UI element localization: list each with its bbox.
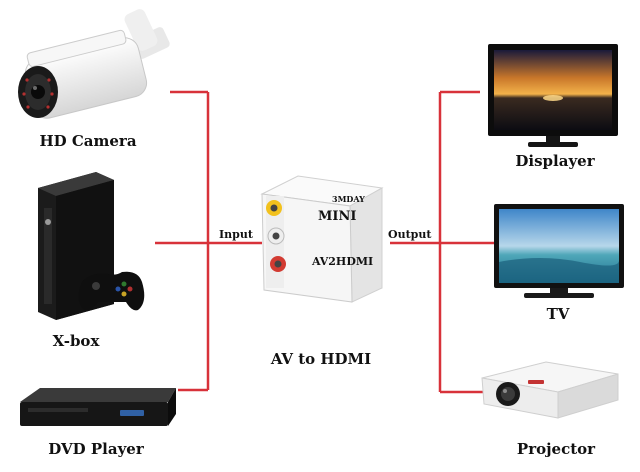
output-label: Output — [388, 228, 432, 241]
converter-model-text: AV2HDMI — [312, 255, 374, 268]
rca-yellow-jack — [266, 200, 282, 216]
dvd-player-label: DVD Player — [48, 440, 144, 458]
tv-icon — [494, 204, 624, 298]
right-connector-lines — [390, 90, 496, 394]
dvd-player-icon — [20, 388, 176, 426]
rca-white-jack — [267, 227, 285, 245]
tv-label: TV — [546, 305, 570, 323]
converter-brand-text: MINI — [318, 209, 357, 224]
projector-label: Projector — [516, 440, 596, 458]
displayer-icon — [488, 44, 618, 147]
hd-camera-label: HD Camera — [39, 132, 137, 150]
xbox-icon — [38, 172, 145, 320]
projector-icon — [481, 361, 619, 419]
xbox-label: X-box — [52, 332, 100, 350]
displayer-label: Displayer — [515, 152, 595, 170]
input-label: Input — [219, 228, 253, 241]
rca-red-jack — [270, 256, 286, 272]
converter-maker-text: 3MDAY — [332, 194, 365, 204]
caption-label: AV to HDMI — [270, 350, 372, 368]
hd-camera-icon — [18, 9, 170, 119]
av2hdmi-converter-icon — [260, 175, 384, 303]
left-connector-lines — [155, 90, 262, 392]
